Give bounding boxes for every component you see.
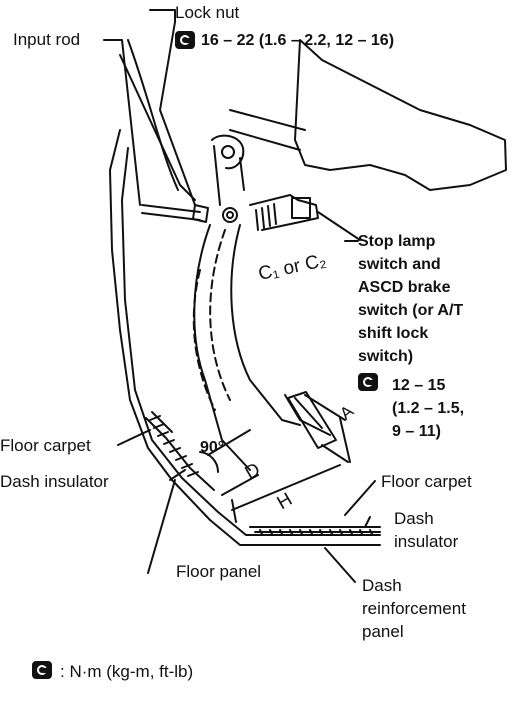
upper-body-panel <box>294 39 507 191</box>
pedal-bracket <box>211 134 245 170</box>
stop-lamp-switch <box>249 194 319 231</box>
torque-line: (1.2 – 1.5, <box>392 400 465 417</box>
lock-nut-torque: 16 – 22 (1.6 – 2.2, 12 – 16) <box>201 32 395 49</box>
dash-insulator-line: insulator <box>394 532 459 551</box>
torque-icon <box>175 31 195 49</box>
stop-lamp-line: switch (or A/T <box>358 302 464 319</box>
lock-nut-label: Lock nut <box>175 3 240 22</box>
stop-lamp-line: Stop lamp <box>358 233 436 250</box>
dash-insulator-right-label: Dash insulator <box>394 507 458 553</box>
floor-panel-shape <box>109 129 381 546</box>
dash-reinforcement-line: Dash <box>362 576 402 595</box>
lock-nut-shape <box>192 204 209 223</box>
torque-line: 12 – 15 <box>392 377 446 394</box>
dash-insulator-line: Dash <box>394 509 434 528</box>
pedal-lever <box>193 224 251 471</box>
floor-panel-label: Floor panel <box>176 562 262 581</box>
dash-reinforcement-line: panel <box>362 622 404 641</box>
floor-carpet-left-label: Floor carpet <box>0 436 91 455</box>
torque-line: 9 – 11) <box>392 423 441 440</box>
torque-icon <box>358 373 378 391</box>
dash-insulator-left-label: Dash insulator <box>0 472 109 491</box>
stop-lamp-line: switch and <box>358 256 441 273</box>
input-rod-label: Input rod <box>13 30 81 49</box>
angle-label: 90° <box>200 439 225 456</box>
input-rod-shape <box>141 204 201 213</box>
legend-label: : N·m (kg-m, ft-lb) <box>60 662 194 681</box>
pedal-pad <box>287 391 337 449</box>
stop-lamp-line: shift lock <box>358 325 429 342</box>
stop-lamp-torque: 12 – 15 (1.2 – 1.5, 9 – 11) <box>392 374 464 443</box>
dash-reinforcement-label: Dash reinforcement panel <box>362 574 466 643</box>
stop-lamp-switch-label: Stop lamp switch and ASCD brake switch (… <box>358 230 463 368</box>
stop-lamp-line: switch) <box>358 348 414 365</box>
floor-carpet-right-label: Floor carpet <box>381 472 472 491</box>
dash-reinforcement-line: reinforcement <box>362 599 466 618</box>
stop-lamp-line: ASCD brake <box>358 279 451 296</box>
torque-icon <box>32 661 52 679</box>
